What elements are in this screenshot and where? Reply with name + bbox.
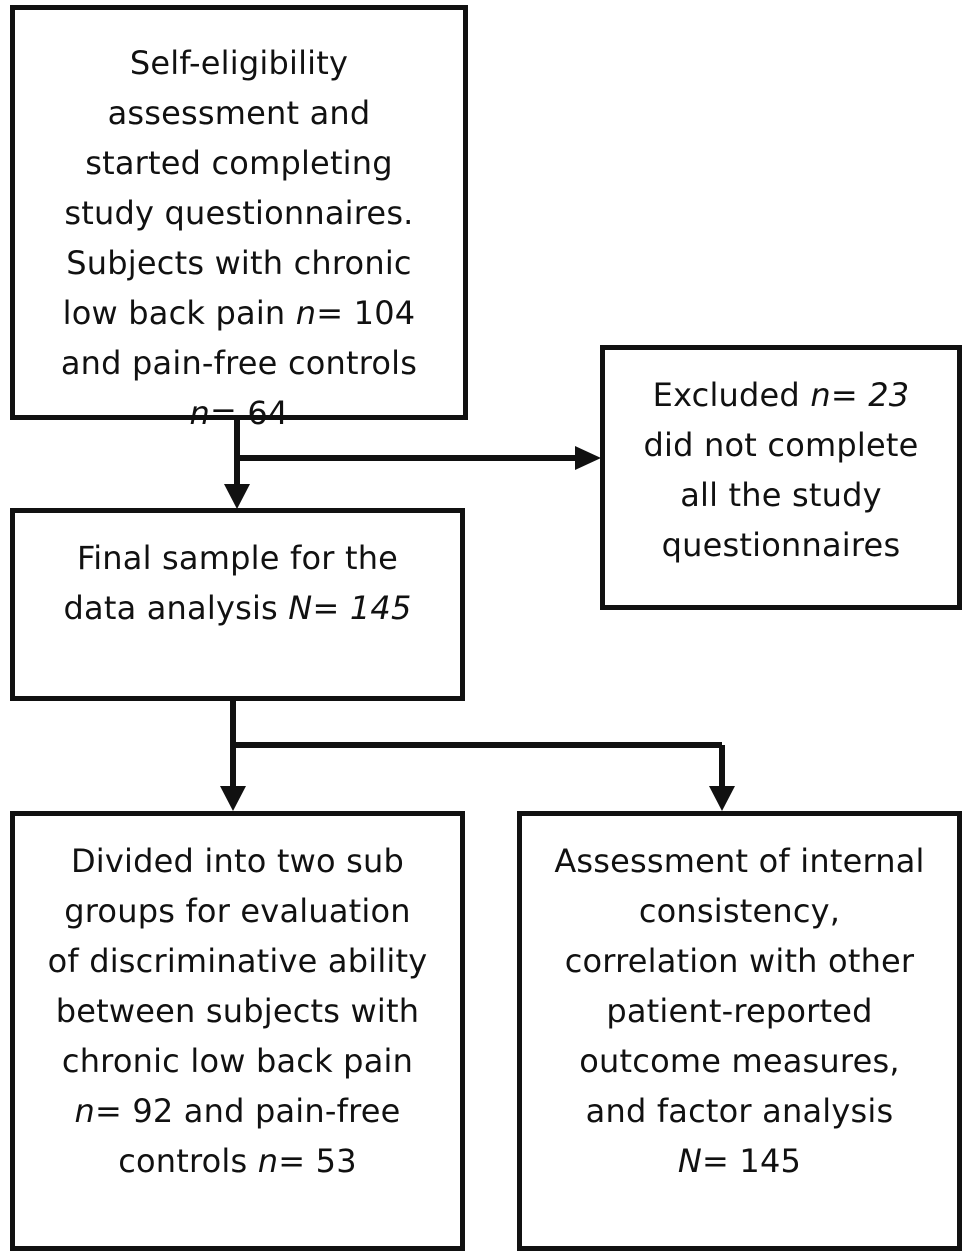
groups-line-6: n= 92 and pain-free: [74, 1086, 400, 1136]
excluded-label: Excluded: [652, 376, 811, 414]
groups-line-7-text: controls: [118, 1142, 258, 1180]
assess-line-5: outcome measures,: [579, 1042, 900, 1080]
arrowhead-to-groups: [220, 786, 246, 811]
groups-line-3: of discriminative ability: [47, 942, 428, 980]
assess-n-symbol: N: [677, 1142, 703, 1180]
start-n-symbol-1: n: [295, 294, 317, 332]
groups-line-1: Divided into two sub: [70, 842, 405, 880]
final-line-2: data analysis N= 145: [64, 583, 412, 633]
final-line-1: Final sample for the: [76, 539, 399, 577]
excluded-n-symbol: n: [810, 376, 831, 414]
start-line-3: started completing: [85, 144, 393, 182]
assessment-box: Assessment of internal consistency, corr…: [517, 811, 962, 1251]
excluded-line-1: Excluded n= 23: [653, 370, 910, 420]
arrowhead-to-excluded: [575, 446, 601, 470]
assess-line-6: and factor analysis: [585, 1092, 894, 1130]
groups-line-7: controls n= 53: [118, 1136, 357, 1186]
start-n-value-2: = 64: [209, 394, 289, 432]
assess-line-4: patient-reported: [606, 992, 873, 1030]
start-line-6: low back pain n= 104: [63, 288, 416, 338]
excluded-line-4: questionnaires: [661, 526, 901, 564]
start-line-5: Subjects with chronic: [66, 244, 412, 282]
assess-line-2: consistency,: [638, 892, 841, 930]
start-line-1: Self-eligibility: [129, 44, 349, 82]
excluded-box: Excluded n= 23 did not complete all the …: [600, 345, 962, 610]
start-line-8: n= 64: [190, 388, 289, 438]
assess-line-1: Assessment of internal: [554, 842, 925, 880]
groups-n-value-2: = 53: [278, 1142, 357, 1180]
start-n-symbol-2: n: [189, 394, 210, 432]
groups-line-2: groups for evaluation: [64, 892, 411, 930]
groups-n-value-1: = 92 and pain-free: [94, 1092, 401, 1130]
assess-line-3: correlation with other: [564, 942, 915, 980]
excluded-line-3: all the study: [680, 476, 882, 514]
final-sample-box: Final sample for the data analysis N= 14…: [10, 508, 465, 701]
final-line-2-text: data analysis: [63, 589, 289, 627]
groups-n-symbol-2: n: [257, 1142, 279, 1180]
start-line-7: and pain-free controls: [60, 344, 418, 382]
arrowhead-to-assessment: [709, 786, 735, 811]
start-line-6-text: low back pain: [62, 294, 286, 332]
start-n-value-1: = 104: [316, 294, 416, 332]
arrowhead-to-final: [224, 484, 250, 509]
subgroups-box: Divided into two sub groups for evaluati…: [10, 811, 465, 1251]
groups-line-5: chronic low back pain: [61, 1042, 414, 1080]
self-eligibility-box: Self-eligibility assessment and started …: [10, 5, 468, 432]
final-n-value: = 145: [312, 589, 412, 627]
final-n-symbol: N: [288, 589, 313, 627]
start-line-2: assessment and: [107, 94, 371, 132]
assess-n-value: = 145: [702, 1142, 802, 1180]
excluded-line-2: did not complete: [643, 426, 919, 464]
start-line-4: study questionnaires.: [64, 194, 414, 232]
excluded-n-value: = 23: [830, 376, 910, 414]
assess-line-7: N= 145: [678, 1136, 801, 1186]
groups-n-symbol-1: n: [74, 1092, 95, 1130]
groups-line-4: between subjects with: [55, 992, 420, 1030]
